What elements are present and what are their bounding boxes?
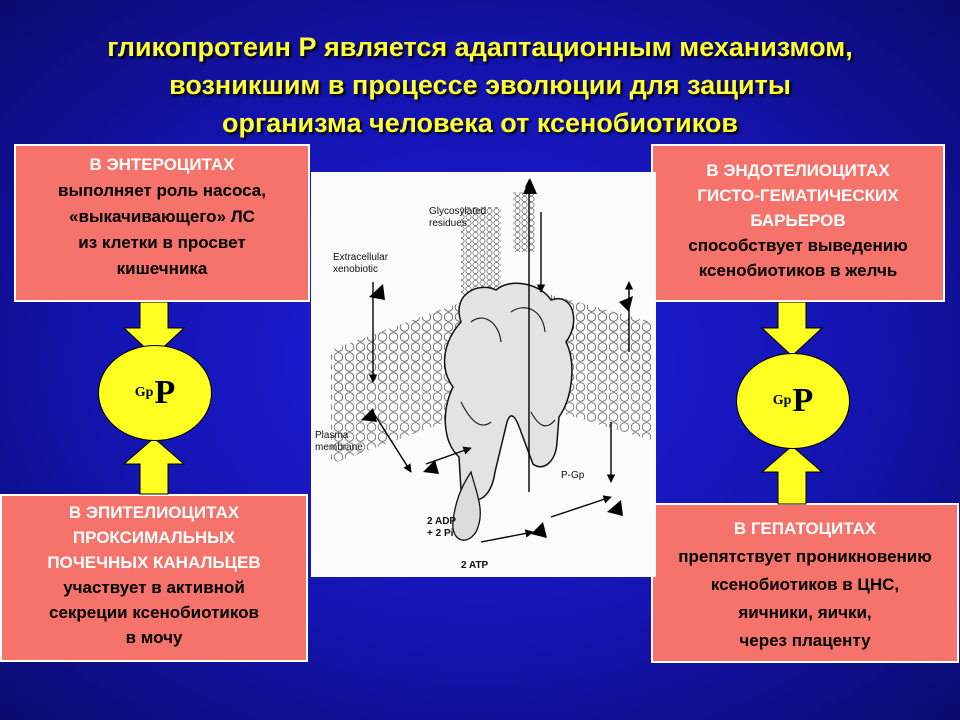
hepatocytes-box: В ГЕПАТОЦИТАХ препятствует проникновению… xyxy=(651,503,959,663)
gpp-subscript: Gp xyxy=(134,385,154,400)
hepatocytes-heading: В ГЕПАТОЦИТАХ xyxy=(733,519,877,538)
label-adp: 2 ADP xyxy=(427,516,456,527)
xenobiotic-triangle xyxy=(607,500,623,516)
pgp-protein xyxy=(443,282,575,501)
box-text-line: выполняет роль насоса, xyxy=(58,181,266,200)
gpp-letter: P xyxy=(792,382,814,419)
box-text-line: способствует выведению xyxy=(688,236,908,255)
xenobiotic-triangle xyxy=(369,284,385,300)
glycosylated-residues xyxy=(513,192,535,252)
label-extracellular: Extracellular xyxy=(333,252,389,263)
xenobiotic-triangle xyxy=(619,296,633,312)
xenobiotic-triangle xyxy=(523,178,537,194)
title-line-3: организма человека от ксенобиотиков xyxy=(221,108,738,138)
label-plasma: Plasma xyxy=(315,430,349,441)
endotheliocytes-heading-2: ГИСТО-ГЕМАТИЧЕСКИХ xyxy=(697,186,899,205)
label-residues: residues xyxy=(429,218,467,229)
kidney-heading-2: ПРОКСИМАЛЬНЫХ xyxy=(72,528,236,547)
endotheliocytes-heading-1: В ЭНДОТЕЛИОЦИТАХ xyxy=(706,161,890,180)
box-text-line: препятствует проникновению xyxy=(678,547,932,566)
transport-arrow xyxy=(550,495,612,518)
kidney-epithelium-box: В ЭПИТЕЛИОЦИТАХ ПРОКСИМАЛЬНЫХ ПОЧЕЧНЫХ К… xyxy=(0,494,308,662)
pgp-nbd xyxy=(452,470,481,541)
label-glycosylated: Glycosylated xyxy=(429,206,486,217)
box-text-line: кишечника xyxy=(116,259,208,278)
enterocytes-box: В ЭНТЕРОЦИТАХ выполняет роль насоса, «вы… xyxy=(14,144,310,302)
box-text-line: ксенобиотиков в желчь xyxy=(698,261,898,280)
pgp-membrane-diagram: Glycosylated residues Extracellular xeno… xyxy=(311,172,656,577)
arrow-up-left xyxy=(122,437,186,495)
xenobiotic-triangle xyxy=(531,522,547,538)
title-line-1: гликопротеин Р является адаптационным ме… xyxy=(107,32,853,62)
label-pi: + 2 Pi xyxy=(427,528,454,539)
box-text-line: участвует в активной xyxy=(63,578,245,597)
xenobiotic-triangle xyxy=(423,460,439,474)
box-text-line: «выкачивающего» ЛС xyxy=(69,207,255,226)
endotheliocytes-box: В ЭНДОТЕЛИОЦИТАХ ГИСТО-ГЕМАТИЧЕСКИХ БАРЬ… xyxy=(651,144,945,302)
box-text-line: секреции ксенобиотиков xyxy=(49,603,259,622)
enterocytes-heading: В ЭНТЕРОЦИТАХ xyxy=(89,155,235,174)
box-text-line: из клетки в просвет xyxy=(78,233,246,252)
transport-arrow xyxy=(425,446,472,465)
gpp-subscript: Gp xyxy=(772,393,792,408)
title-line-2: возникшим в процессе эволюции для защиты xyxy=(169,70,791,100)
arrow-up-right xyxy=(760,445,824,505)
xenobiotic-triangle xyxy=(361,408,377,422)
transport-arrow xyxy=(480,529,534,543)
kidney-heading-3: ПОЧЕЧНЫХ КАНАЛЬЦЕВ xyxy=(47,553,261,572)
box-text-line: яичники, яички, xyxy=(738,603,872,622)
transport-arrow xyxy=(372,411,412,473)
label-membrane: membrane xyxy=(315,442,363,453)
kidney-heading-1: В ЭПИТЕЛИОЦИТАХ xyxy=(68,503,240,522)
pgp-protein-shading xyxy=(460,307,556,427)
glycosylated-residues xyxy=(461,207,501,295)
label-xenobiotic: xenobiotic xyxy=(333,264,378,275)
arrow-down-left xyxy=(122,302,186,357)
slide-title: гликопротеин Р является адаптационным ме… xyxy=(20,28,940,142)
arrow-down-right xyxy=(760,302,824,357)
gpp-letter: P xyxy=(154,374,176,411)
box-text-line: через плаценту xyxy=(739,631,871,650)
label-pgp: P-Gp xyxy=(561,470,585,481)
box-text-line: в мочу xyxy=(125,628,183,647)
endotheliocytes-heading-3: БАРЬЕРОВ xyxy=(750,211,846,230)
label-atp: 2 ATP xyxy=(461,560,489,571)
box-text-line: ксенобиотиков в ЦНС, xyxy=(710,575,900,594)
pgp-diagram-svg: Glycosylated residues Extracellular xeno… xyxy=(315,178,651,571)
